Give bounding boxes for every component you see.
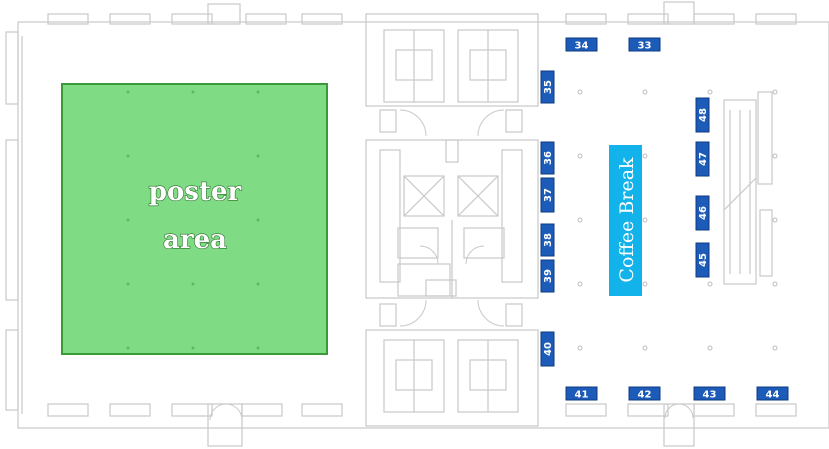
booth-35[interactable]: 35	[540, 70, 555, 104]
booth-40-box[interactable]	[540, 331, 555, 367]
coffee-break-label: Coffee Break	[616, 157, 638, 283]
booth-40[interactable]: 40	[540, 331, 555, 367]
booth-37-box[interactable]	[540, 177, 555, 213]
booth-34[interactable]: 34	[565, 37, 598, 52]
booth-43[interactable]: 43	[693, 386, 726, 401]
booth-46-box[interactable]	[695, 195, 710, 231]
booth-45[interactable]: 45	[695, 242, 710, 278]
column-markers	[577, 89, 778, 351]
booth-44[interactable]: 44	[756, 386, 789, 401]
booth-40-number: 40	[543, 342, 554, 356]
booth-36[interactable]: 36	[540, 141, 555, 175]
booths: 34 33 35 36 37 38 39 40	[540, 37, 789, 401]
booth-44-number: 44	[766, 390, 780, 401]
booth-46-number: 46	[698, 206, 709, 220]
booth-47[interactable]: 47	[695, 141, 710, 177]
booth-47-box[interactable]	[695, 141, 710, 177]
poster-area-label-line1: poster	[149, 177, 242, 207]
poster-area-label-line2: area	[163, 225, 227, 255]
poster-area-dots	[126, 90, 260, 350]
booth-35-number: 35	[543, 80, 554, 94]
booth-35-box[interactable]	[540, 70, 555, 104]
booth-37-number: 37	[543, 188, 554, 202]
booth-34-box[interactable]	[565, 37, 598, 52]
booth-41-box[interactable]	[565, 386, 598, 401]
booth-36-box[interactable]	[540, 141, 555, 175]
booth-43-box[interactable]	[693, 386, 726, 401]
coffee-break-box[interactable]	[609, 145, 642, 296]
booth-34-number: 34	[575, 41, 589, 52]
booth-47-number: 47	[698, 152, 709, 166]
building-walls	[5, 1, 829, 447]
booth-43-number: 43	[703, 390, 717, 401]
booth-48-box[interactable]	[695, 97, 710, 133]
booth-41[interactable]: 41	[565, 386, 598, 401]
coffee-break-area[interactable]: Coffee Break	[609, 145, 642, 296]
booth-37[interactable]: 37	[540, 177, 555, 213]
booth-39[interactable]: 39	[540, 259, 555, 293]
booth-38[interactable]: 38	[540, 223, 555, 257]
booth-42[interactable]: 42	[628, 386, 661, 401]
booth-36-number: 36	[543, 151, 554, 165]
booth-48-number: 48	[698, 108, 709, 122]
booth-41-number: 41	[575, 390, 589, 401]
booth-42-number: 42	[638, 390, 652, 401]
booth-39-box[interactable]	[540, 259, 555, 293]
booth-44-box[interactable]	[756, 386, 789, 401]
booth-33[interactable]: 33	[628, 37, 661, 52]
booth-46[interactable]: 46	[695, 195, 710, 231]
booth-42-box[interactable]	[628, 386, 661, 401]
booth-38-number: 38	[543, 233, 554, 247]
poster-area[interactable]: poster area	[61, 83, 328, 355]
booth-39-number: 39	[543, 269, 554, 283]
poster-area-box[interactable]	[61, 83, 328, 355]
booth-45-number: 45	[698, 253, 709, 267]
booth-38-box[interactable]	[540, 223, 555, 257]
booth-33-box[interactable]	[628, 37, 661, 52]
door-swings	[209, 109, 694, 421]
booth-45-box[interactable]	[695, 242, 710, 278]
booth-33-number: 33	[638, 41, 652, 52]
booth-48[interactable]: 48	[695, 97, 710, 133]
